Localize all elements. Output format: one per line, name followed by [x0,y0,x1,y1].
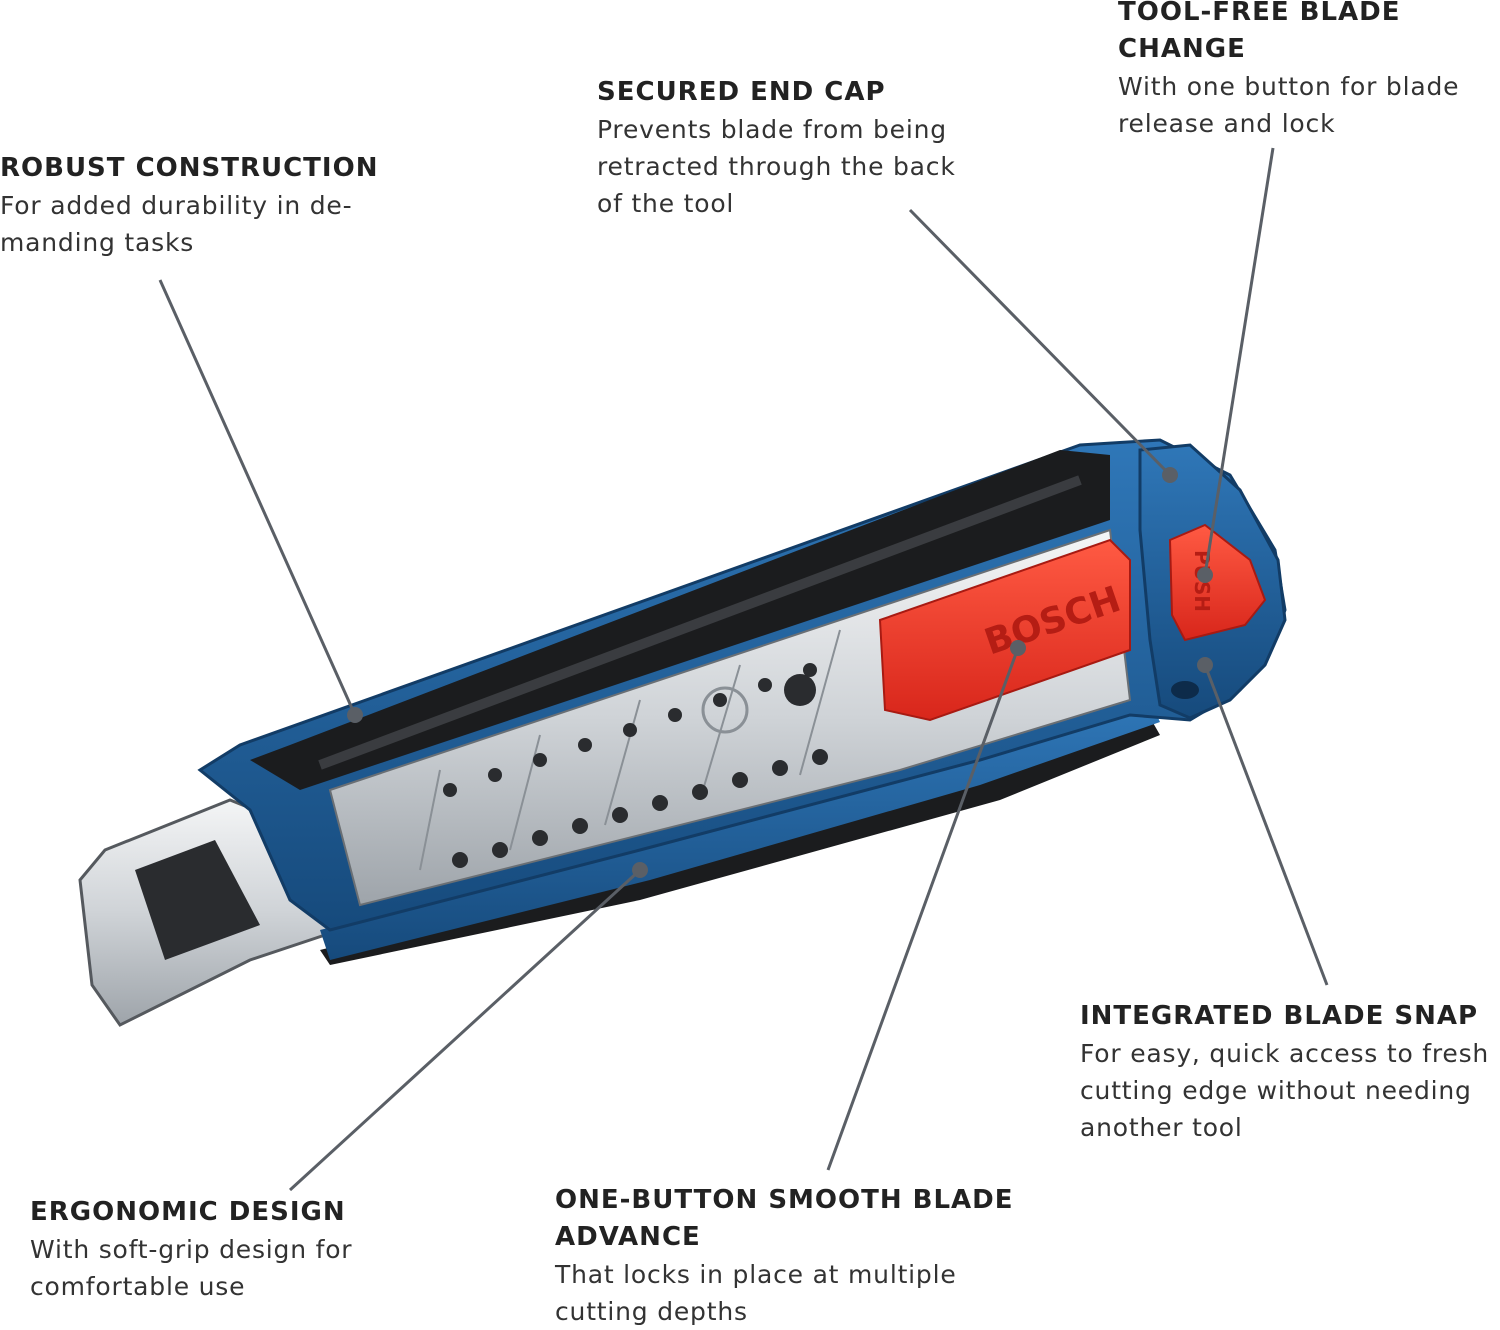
callout-text-line: With soft-grip design for [30,1235,353,1264]
callout-text-line: retracted through the back [597,152,956,181]
callout-text-line: another tool [1080,1113,1243,1142]
callout-tool-free-blade-change: TOOL-FREE BLADE CHANGE With one button f… [1118,0,1498,142]
callout-title: ERGONOMIC DESIGN [30,1197,346,1227]
callout-title: INTEGRATED BLADE SNAP [1080,1001,1479,1031]
callout-ergonomic-design: ERGONOMIC DESIGN With soft-grip design f… [30,1194,450,1305]
blade-slot [135,840,260,960]
callout-text-line: For added durability in de- [0,191,353,220]
leader-lines [158,147,1329,1192]
callout-text-line: For easy, quick access to fresh [1080,1039,1490,1068]
callout-title: TOOL-FREE BLADE [1118,0,1401,27]
callout-text-line: manding tasks [0,228,195,257]
callout-robust-construction: ROBUST CONSTRUCTION For added durability… [0,150,420,261]
callout-title: SECURED END CAP [597,77,886,107]
callout-title: CHANGE [1118,34,1246,64]
blade-snap-slot [1171,681,1199,699]
callout-text-line: of the tool [597,189,735,218]
callout-text-line: Prevents blade from being [597,115,947,144]
callout-text-line: That locks in place at multiple [555,1260,957,1289]
callout-text-line: With one button for blade [1118,72,1460,101]
callout-title: ROBUST CONSTRUCTION [0,153,379,183]
callout-secured-end-cap: SECURED END CAP Prevents blade from bein… [597,74,1037,222]
callout-title: ONE-BUTTON SMOOTH BLADE [555,1185,1014,1215]
callout-integrated-blade-snap: INTEGRATED BLADE SNAP For easy, quick ac… [1080,998,1500,1146]
top-grip-strip [250,450,1110,790]
slider-button-shape [878,538,1131,722]
callout-one-button-blade-advance: ONE-BUTTON SMOOTH BLADE ADVANCE That loc… [555,1182,1015,1330]
bosch-logo-mark [701,686,749,734]
callout-text-line: cutting depths [555,1297,748,1326]
callout-title: ADVANCE [555,1222,701,1252]
callout-text-line: comfortable use [30,1272,246,1301]
callout-text-line: cutting edge without needing [1080,1076,1472,1105]
callout-text-line: release and lock [1118,109,1336,138]
